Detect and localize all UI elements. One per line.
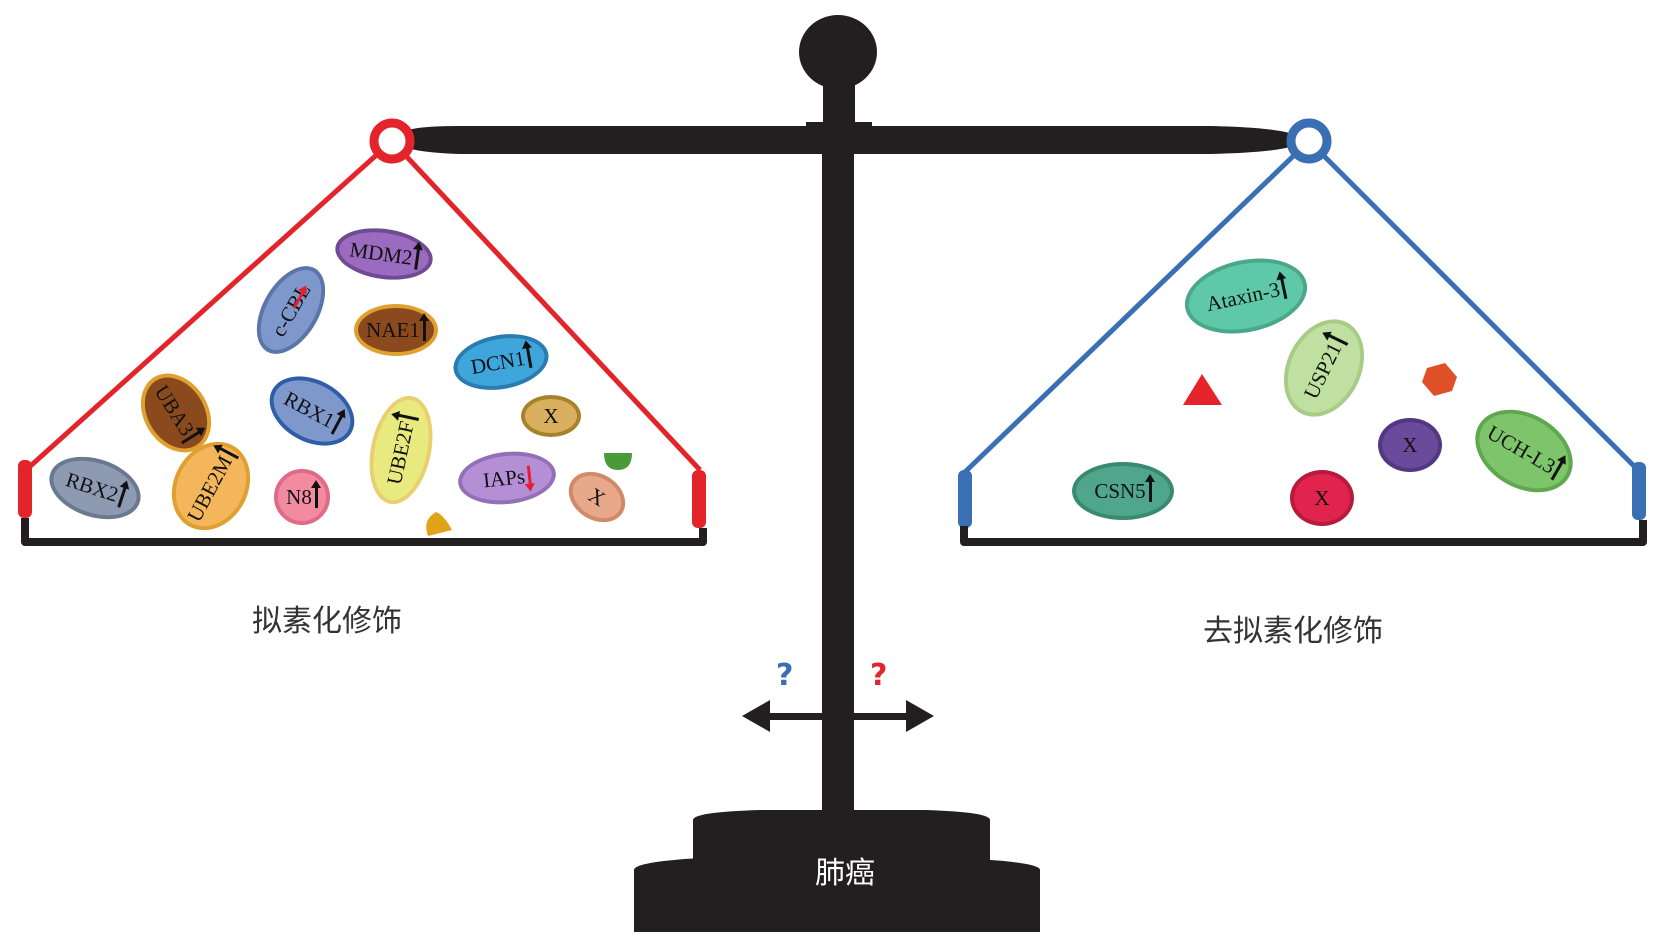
yellow-wedge-shape xyxy=(426,512,452,536)
molecule-text: X xyxy=(1402,432,1418,457)
left-molecule-label: UBA3 xyxy=(149,381,202,446)
right-question-mark: ? xyxy=(870,658,888,693)
molecule-text: MDM2 xyxy=(348,236,414,270)
scale-base xyxy=(634,810,1040,932)
upregulated-arrow-icon xyxy=(1144,474,1155,502)
right-molecule-label: CSN5 xyxy=(1094,474,1155,504)
left-pan-tray xyxy=(21,518,707,546)
left-pan-hooks xyxy=(18,460,706,528)
right-molecule-x: X xyxy=(1378,418,1442,472)
left-molecule-label: X xyxy=(543,404,558,429)
molecule-text: Ataxin-3 xyxy=(1203,276,1282,316)
molecule-text: CSN5 xyxy=(1094,478,1146,503)
left-molecule-label: MDM2 xyxy=(348,237,420,271)
left-question-mark: ? xyxy=(776,658,794,693)
molecule-text: IAPs xyxy=(481,463,527,492)
left-pan xyxy=(24,139,702,472)
scale-knob xyxy=(799,15,877,144)
molecule-text: NAE1 xyxy=(366,317,420,342)
left-molecule-nae1: NAE1 xyxy=(354,304,438,356)
tilt-double-arrow xyxy=(742,700,934,732)
base-label: 肺癌 xyxy=(815,856,875,891)
scale-pillar xyxy=(822,140,854,820)
right-caption: 去拟素化修饰 xyxy=(1203,614,1383,649)
upregulated-arrow-icon xyxy=(418,313,429,341)
green-halfcircle-shape xyxy=(604,453,632,470)
molecule-text: UCH-L3 xyxy=(1483,420,1560,479)
right-molecule-label: USP21 xyxy=(1298,333,1349,403)
left-molecule-label: UBE2F xyxy=(381,413,420,487)
right-molecule-label: Ataxin-3 xyxy=(1204,275,1288,316)
right-pan xyxy=(963,139,1642,474)
left-molecule-label: DCN1 xyxy=(469,344,533,379)
molecule-text: X xyxy=(543,403,559,428)
molecule-text: DCN1 xyxy=(468,345,528,379)
right-pan-tray xyxy=(960,520,1647,546)
left-molecule-label: N8 xyxy=(286,480,321,510)
molecule-text: UBE2M xyxy=(181,451,237,526)
left-molecule-label: IAPs xyxy=(482,463,532,493)
molecule-text: UBE2F xyxy=(381,418,419,487)
left-pan-ring xyxy=(369,118,415,164)
left-caption: 拟素化修饰 xyxy=(252,604,402,639)
molecule-text: USP21 xyxy=(1298,338,1347,403)
right-pan-ring xyxy=(1286,118,1332,164)
red-triangle-shape xyxy=(1183,374,1222,405)
left-molecule-label: UBE2M xyxy=(182,446,240,526)
upregulated-arrow-icon xyxy=(1280,276,1288,299)
right-molecule-label: X xyxy=(1402,433,1417,458)
left-molecule-x: X xyxy=(521,395,581,437)
left-molecule-label: NAE1 xyxy=(366,313,429,343)
right-molecule-csn5: CSN5 xyxy=(1072,462,1174,520)
upregulated-arrow-icon xyxy=(526,345,533,369)
orange-hexagon-shape xyxy=(1422,363,1457,396)
scale-beam xyxy=(398,126,1300,154)
left-molecule-label: RBX1 xyxy=(280,386,344,436)
left-molecule-label: RBX2 xyxy=(63,467,127,509)
right-molecule-label: UCH-L3 xyxy=(1483,420,1565,482)
upregulated-arrow-icon xyxy=(413,247,420,270)
molecule-text: RBX2 xyxy=(63,466,122,507)
right-molecule-label: X xyxy=(1314,486,1329,511)
molecule-text: X xyxy=(584,482,611,511)
right-molecule-x: X xyxy=(1290,470,1354,526)
molecule-text: UBA3 xyxy=(150,380,200,440)
downregulated-arrow-icon xyxy=(526,465,532,486)
left-molecule-label: X xyxy=(584,482,610,511)
molecule-text: N8 xyxy=(286,484,312,509)
upregulated-arrow-icon xyxy=(310,480,321,508)
left-molecule-label: c-CBL xyxy=(266,279,316,341)
right-pan-hooks xyxy=(958,462,1646,528)
left-molecule-n8: N8 xyxy=(274,469,330,525)
molecule-text: RBX1 xyxy=(280,385,339,433)
molecule-text: X xyxy=(1314,485,1330,510)
